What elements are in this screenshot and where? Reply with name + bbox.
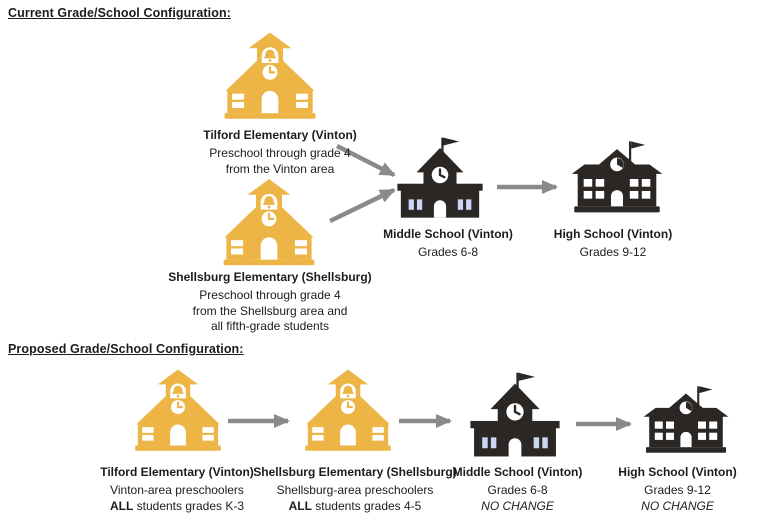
school-name: High School (Vinton) <box>553 227 673 241</box>
shellsburg-current-label: Shellsburg Elementary (Shellsburg) Presc… <box>135 270 405 335</box>
tilford-schoolhouse-icon-proposed <box>130 366 226 456</box>
tilford-schoolhouse-icon <box>219 31 321 122</box>
school-desc-line: Shellsburg-area preschoolers <box>276 483 434 497</box>
school-desc-line: Preschool through grade 4 <box>209 146 351 160</box>
proposed-config-title: Proposed Grade/School Configuration: <box>8 342 244 356</box>
middle-school-proposed-label: Middle School (Vinton) Grades 6-8 NO CHA… <box>425 465 610 514</box>
current-config-title: Current Grade/School Configuration: <box>8 6 231 20</box>
no-change-note: NO CHANGE <box>641 498 714 513</box>
school-grades: Grades 9-12 <box>644 483 711 497</box>
emphasis-text: ALL <box>288 498 312 513</box>
middle-school-icon-proposed <box>462 370 568 461</box>
school-grades: Grades 6-8 <box>487 483 548 497</box>
school-desc-line: ALL students grades K-3 <box>77 499 277 515</box>
school-name: Middle School (Vinton) <box>383 227 513 241</box>
school-grades: Grades 6-8 <box>417 245 479 259</box>
shellsburg-schoolhouse-icon-proposed <box>300 366 396 456</box>
tilford-current-label: Tilford Elementary (Vinton) Preschool th… <box>160 128 400 177</box>
school-desc-line: Vinton-area preschoolers <box>110 483 244 497</box>
no-change-note: NO CHANGE <box>481 498 554 513</box>
high-school-proposed-label: High School (Vinton) Grades 9-12 NO CHAN… <box>585 465 768 514</box>
school-name: Middle School (Vinton) <box>452 465 583 479</box>
school-desc-line: Preschool through grade 4 <box>199 288 341 302</box>
school-name: Shellsburg Elementary (Shellsburg) <box>168 270 372 284</box>
school-desc-line: from the Shellsburg area and <box>192 303 348 318</box>
tilford-proposed-label: Tilford Elementary (Vinton) Vinton-area … <box>77 465 277 514</box>
middle-school-current-label: Middle School (Vinton) Grades 6-8 <box>358 227 538 261</box>
shellsburg-schoolhouse-icon <box>217 179 321 267</box>
school-desc-line: from the Vinton area <box>225 161 335 176</box>
high-school-icon-proposed <box>642 382 730 461</box>
middle-school-icon-current <box>392 135 488 222</box>
school-grades: Grades 9-12 <box>579 245 647 259</box>
school-name: High School (Vinton) <box>618 465 737 479</box>
shellsburg-proposed-label: Shellsburg Elementary (Shellsburg) Shell… <box>240 465 470 514</box>
school-name: Tilford Elementary (Vinton) <box>100 465 254 479</box>
high-school-icon-current <box>570 139 664 219</box>
emphasis-text: ALL <box>109 498 134 513</box>
arrow-shellsburg-to-middle <box>329 187 396 224</box>
school-name: Tilford Elementary (Vinton) <box>203 128 357 142</box>
school-desc-line: all fifth-grade students <box>210 319 330 333</box>
school-name: Shellsburg Elementary (Shellsburg) <box>253 465 457 479</box>
school-desc-line: ALL students grades 4-5 <box>240 499 470 515</box>
desc-rest: students grades K-3 <box>133 498 245 513</box>
desc-rest: students grades 4-5 <box>311 498 422 513</box>
high-school-current-label: High School (Vinton) Grades 9-12 <box>523 227 703 261</box>
